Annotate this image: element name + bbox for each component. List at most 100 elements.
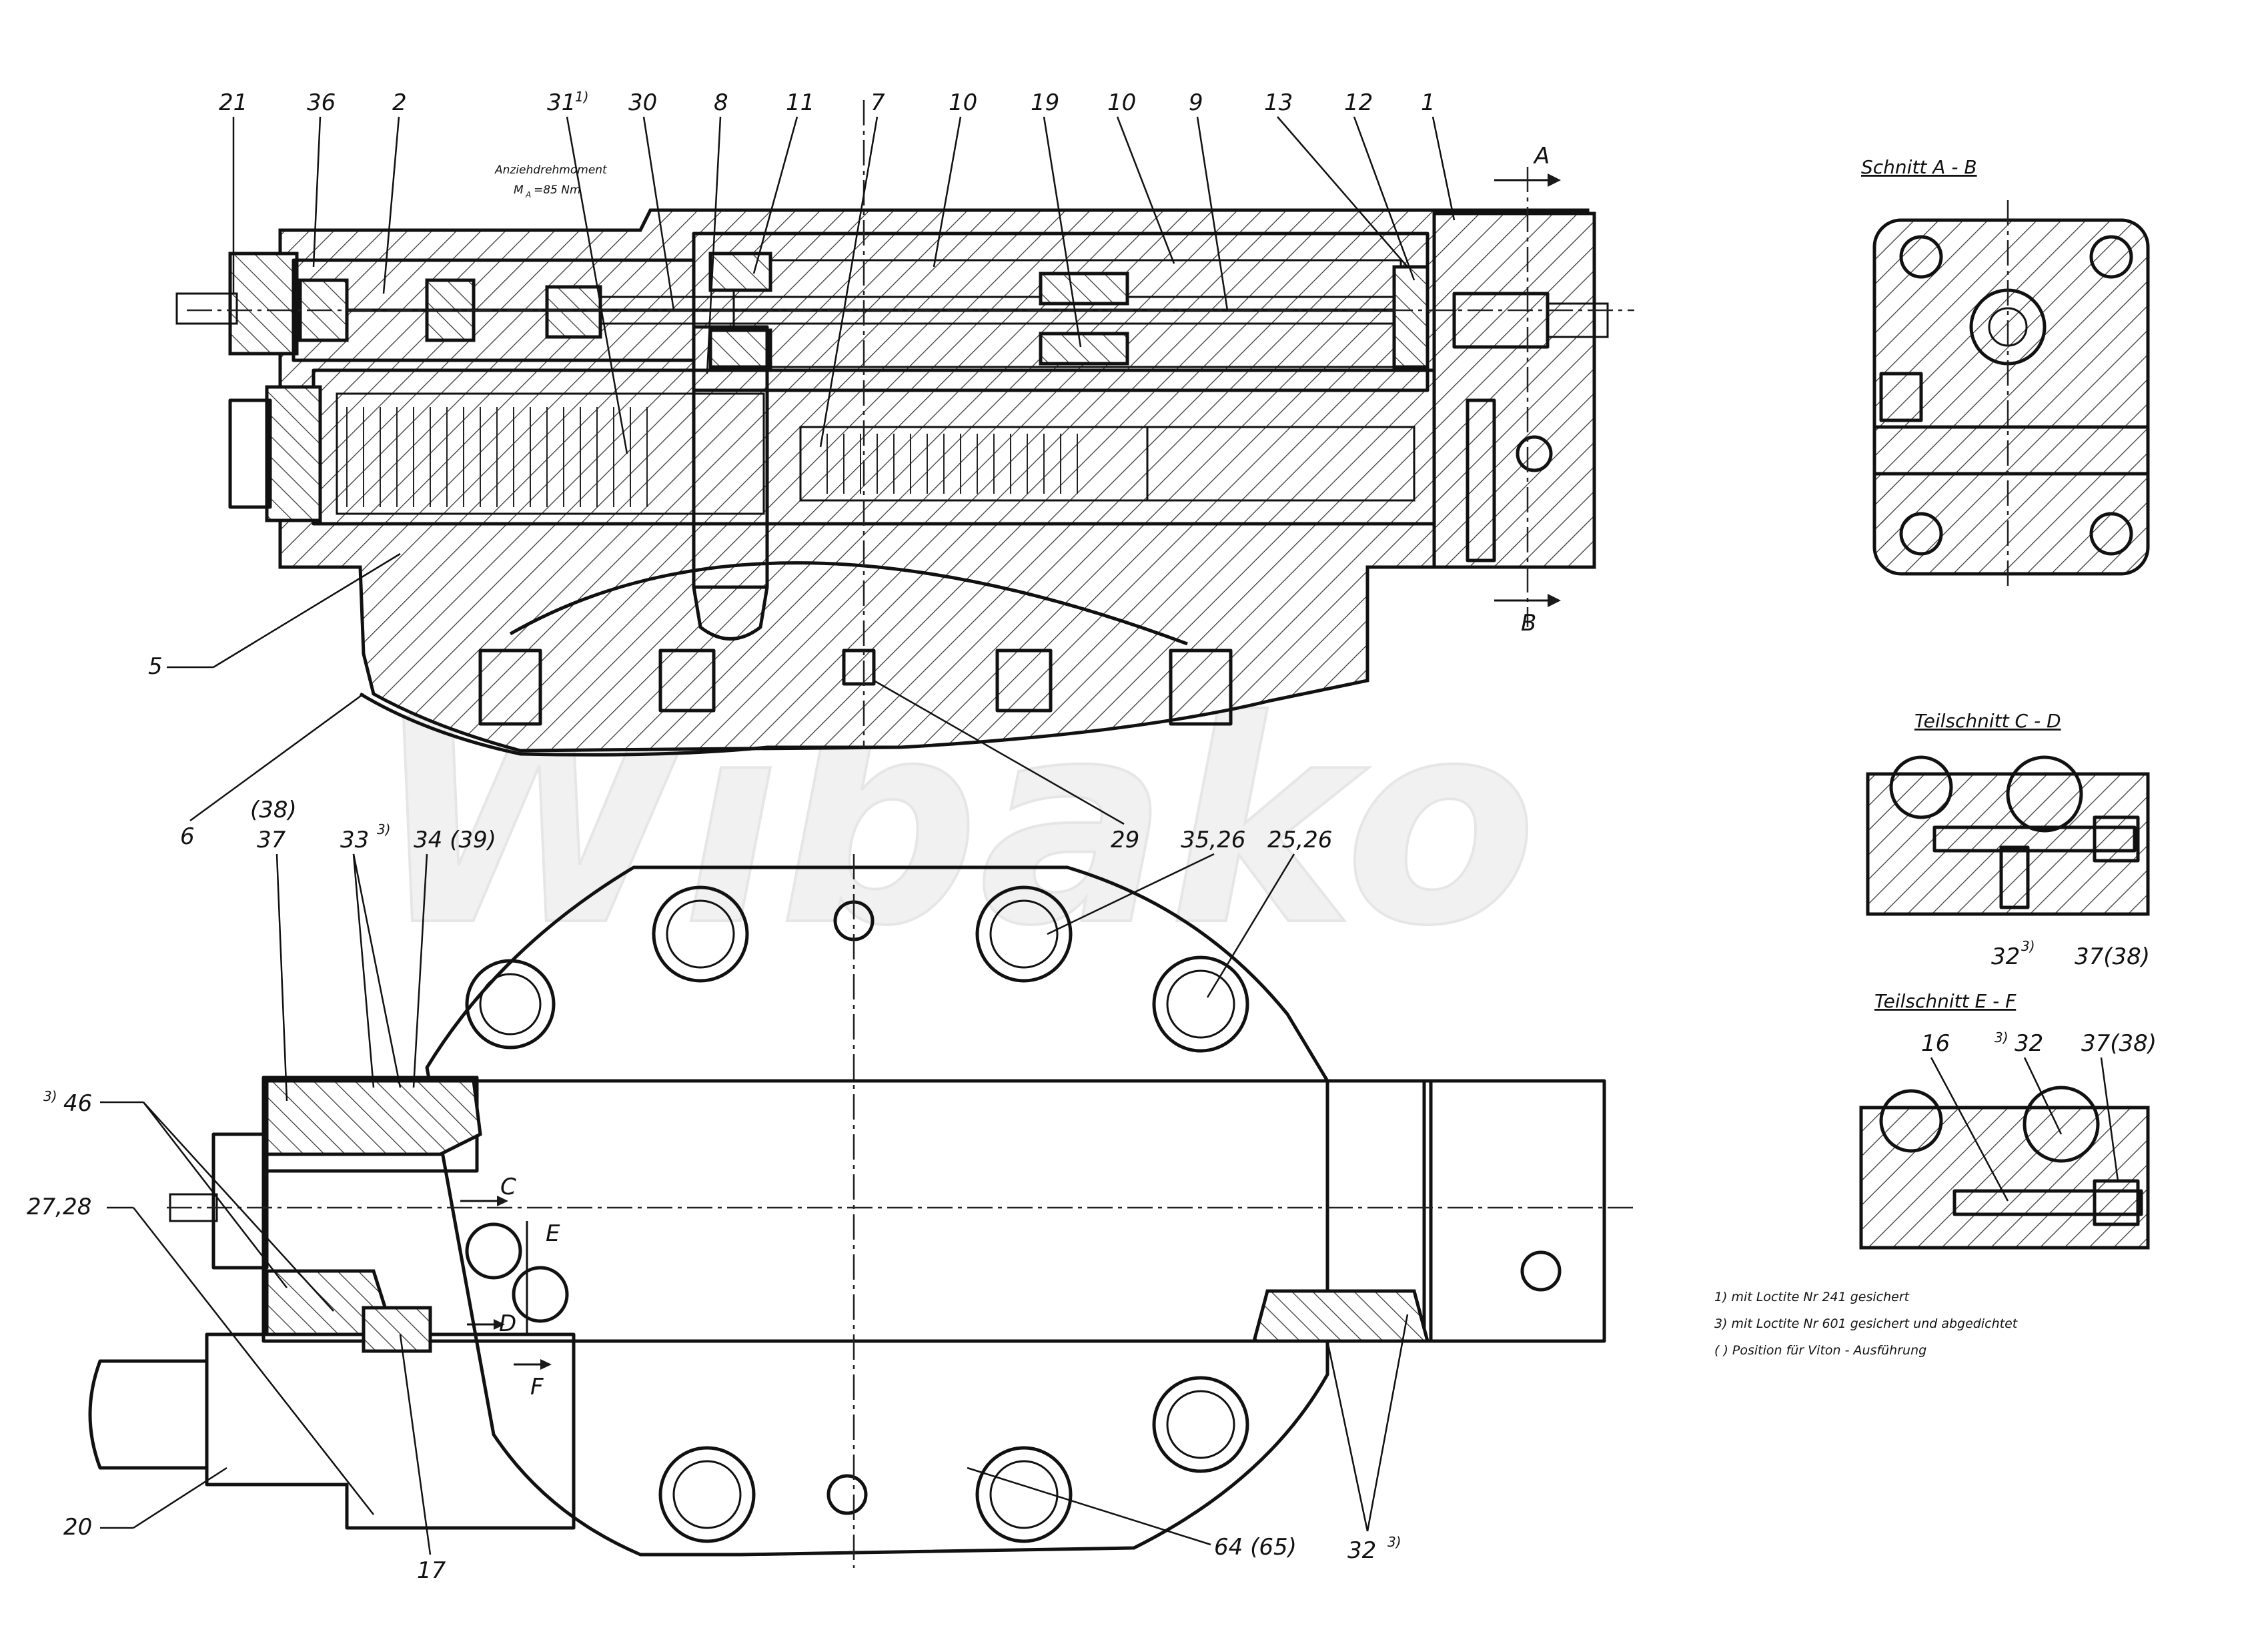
callout-46: 46 bbox=[63, 1090, 92, 1117]
bottom-bolt-4 bbox=[1169, 649, 1233, 726]
mounting-flange bbox=[425, 865, 1329, 1557]
section-marker-b: B bbox=[1494, 594, 1561, 637]
section-ef-body bbox=[1859, 1106, 2150, 1250]
ef-label-16: 16 bbox=[1921, 1030, 1950, 1057]
seal-ring-11-bottom bbox=[708, 328, 772, 369]
callout-37: 37 bbox=[257, 827, 286, 853]
callout-38-paren: (38) bbox=[250, 797, 297, 823]
callout-31: 31 bbox=[547, 89, 576, 116]
section-ef: Teilschnitt E - F 16 3) 32 37(38) bbox=[1859, 990, 2157, 1250]
ab-bolt-bl bbox=[1899, 512, 1943, 556]
section-ef-title: Teilschnitt E - F bbox=[1874, 990, 2017, 1012]
cd-channel bbox=[1932, 825, 2137, 853]
callout-31-sup: 1) bbox=[575, 89, 589, 105]
arc-segment bbox=[509, 561, 1188, 646]
callout-46-sup: 3) bbox=[43, 1088, 57, 1104]
section-letter-a: A bbox=[1533, 143, 1550, 169]
ef-bore-left bbox=[1879, 1089, 1943, 1153]
top-callouts: 21 36 2 31 1) 30 8 11 7 10 19 10 9 13 bbox=[219, 89, 1456, 454]
ef-label-32: 32 bbox=[2015, 1030, 2043, 1057]
callout-10-left: 10 bbox=[949, 89, 977, 116]
main-section-view: A B Anziehdrehmoment M A =85 Nm 21 36 2 … bbox=[148, 89, 1634, 853]
callout-9: 9 bbox=[1189, 89, 1203, 116]
callout-10-right: 10 bbox=[1107, 89, 1136, 116]
right-end-cover-plan bbox=[1422, 1079, 1606, 1343]
torque-note-value: =85 Nm bbox=[534, 183, 581, 197]
left-cap-plan bbox=[211, 1132, 269, 1270]
section-ab-body bbox=[1872, 218, 2150, 576]
callout-19: 19 bbox=[1031, 89, 1059, 116]
pinion-end bbox=[692, 585, 769, 641]
seal-19-top bbox=[1039, 272, 1129, 306]
section-ab: Schnitt A - B bbox=[1861, 156, 2150, 587]
callout-7: 7 bbox=[871, 89, 885, 116]
cd-plug bbox=[2093, 815, 2140, 863]
break-line bbox=[359, 692, 901, 757]
cd-pin bbox=[1999, 845, 2030, 909]
section-marker-a: A bbox=[1494, 143, 1561, 627]
plan-callouts: (38) 37 33 3) 34 (39) 35,26 25,26 46 3) … bbox=[27, 797, 1409, 1584]
ef-bore-right bbox=[2023, 1086, 2100, 1163]
ab-port bbox=[1879, 372, 1923, 422]
lower-attachment bbox=[205, 1332, 576, 1530]
footnote-3: 3) mit Loctite Nr 601 gesichert und abge… bbox=[1714, 1316, 2019, 1331]
callout-6: 6 bbox=[180, 823, 195, 850]
section-letter-d: D bbox=[499, 1310, 516, 1337]
section-cd-title: Teilschnitt C - D bbox=[1914, 710, 2061, 732]
bottom-bolt-1 bbox=[478, 649, 542, 726]
bottom-bolt-2 bbox=[658, 649, 716, 713]
footnotes: 1) mit Loctite Nr 241 gesichert 3) mit L… bbox=[1714, 1290, 2019, 1358]
ab-bolt-tr bbox=[2089, 235, 2133, 279]
callout-5: 5 bbox=[148, 653, 163, 680]
seal-ring-11-top bbox=[708, 252, 772, 292]
callout-32: 32 bbox=[1347, 1537, 1376, 1564]
torque-note-sub: A bbox=[525, 190, 531, 199]
callout-13: 13 bbox=[1264, 89, 1293, 116]
cd-label-37-38: 37(38) bbox=[2075, 943, 2150, 970]
adjuster-housing bbox=[228, 252, 299, 356]
callout-27-28: 27,28 bbox=[27, 1194, 91, 1220]
callout-17: 17 bbox=[417, 1557, 446, 1584]
callout-11: 11 bbox=[786, 89, 814, 116]
callout-32-sup: 3) bbox=[1387, 1534, 1401, 1550]
ab-bolt-br bbox=[2089, 512, 2133, 556]
cd-bore-left bbox=[1889, 755, 1953, 819]
section-ab-title: Schnitt A - B bbox=[1861, 156, 1977, 178]
cylinder-body-plan bbox=[261, 1079, 1433, 1343]
top-left-hatch bbox=[265, 1079, 482, 1156]
section-cd: Teilschnitt C - D 32 3) 37(38) bbox=[1866, 710, 2150, 970]
right-end-cover bbox=[1432, 212, 1596, 569]
lower-attachment-nose bbox=[88, 1359, 209, 1470]
port-17-plug bbox=[362, 1306, 432, 1353]
ef-label-32-sup: 3) bbox=[1995, 1030, 2009, 1046]
end-seal-12 bbox=[1392, 265, 1430, 369]
rack-shaft-end bbox=[1146, 426, 1415, 502]
callout-21: 21 bbox=[219, 89, 247, 116]
callout-33-sup: 3) bbox=[377, 821, 391, 837]
callout-29: 29 bbox=[1111, 827, 1139, 853]
section-letter-c: C bbox=[500, 1174, 516, 1200]
footnote-1: 1) mit Loctite Nr 241 gesichert bbox=[1714, 1290, 1910, 1304]
section-letter-e: E bbox=[546, 1220, 560, 1247]
callout-64-65: 64 (65) bbox=[1214, 1534, 1297, 1561]
left-end-cap bbox=[265, 385, 322, 522]
callout-36: 36 bbox=[307, 89, 336, 116]
callout-34-39: 34 (39) bbox=[414, 827, 496, 853]
callout-35-26: 35,26 bbox=[1181, 827, 1245, 853]
callout-20: 20 bbox=[63, 1514, 92, 1541]
callout-30: 30 bbox=[628, 89, 657, 116]
torque-note-m: M bbox=[514, 183, 524, 197]
right-stem bbox=[1546, 302, 1609, 338]
plan-view: C E D F (38) 37 33 3) 34 (39) 35,26 25,2… bbox=[27, 797, 1634, 1584]
piston-rack-left bbox=[336, 392, 765, 515]
callout-1: 1 bbox=[1421, 89, 1436, 116]
section-letter-b: B bbox=[1521, 610, 1536, 637]
callout-33: 33 bbox=[340, 827, 369, 853]
cd-label-32-sup: 3) bbox=[2021, 938, 2035, 954]
bottom-pin bbox=[842, 649, 876, 686]
ef-channel bbox=[1952, 1189, 2143, 1216]
callout-8: 8 bbox=[714, 89, 728, 116]
bottom-bolt-3 bbox=[995, 649, 1053, 713]
section-letter-f: F bbox=[530, 1374, 544, 1400]
